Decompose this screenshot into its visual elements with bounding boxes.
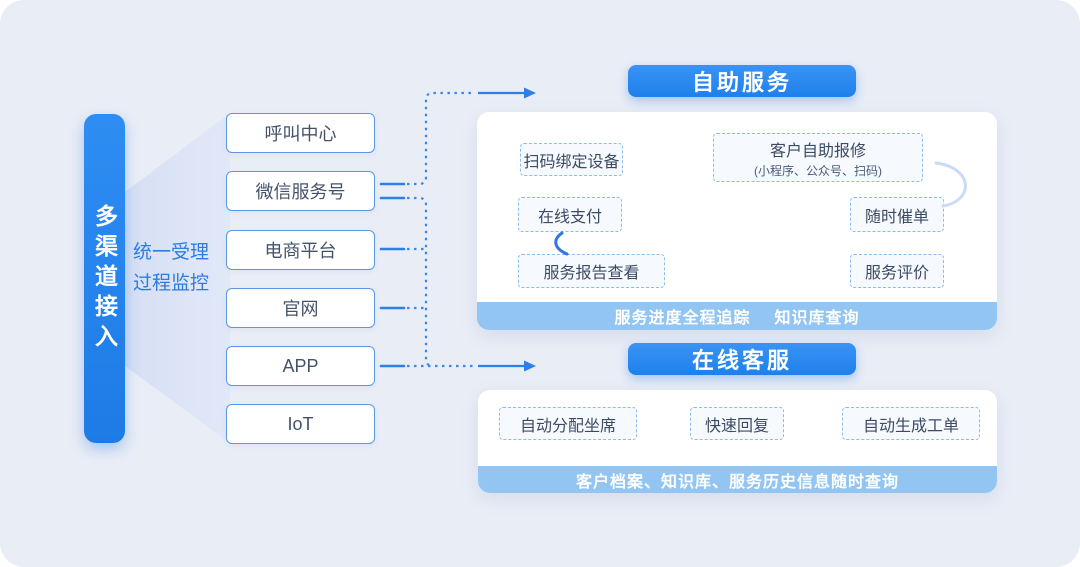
process-note: 统一受理 过程监控 [133, 237, 223, 299]
channel-label: 官网 [282, 299, 319, 319]
node-scan-bind-device: 扫码绑定设备 [520, 143, 623, 176]
note-line-1: 统一受理 [133, 242, 210, 263]
footer-kb-label: 知识库查询 [774, 310, 860, 327]
arrow-right-icon-bottom [478, 360, 536, 372]
node-online-payment: 在线支付 [518, 197, 622, 232]
node-sublabel: (小程序、公众号、扫码) [754, 163, 882, 178]
node-label: 服务评价 [864, 265, 929, 282]
node-service-report: 服务报告查看 [518, 254, 665, 288]
node-label: 客户自助报修 [769, 142, 866, 160]
footer-track-label: 服务进度全程追踪 [614, 310, 751, 327]
node-label: 快速回复 [704, 417, 769, 435]
channel-box-call-center: 呼叫中心 [226, 113, 375, 153]
node-quick-reply: 快速回复 [690, 407, 784, 440]
online-service-panel: 客户档案、知识库、服务历史信息随时查询 [478, 390, 997, 493]
dotted-route-lines [407, 91, 474, 368]
node-label: 自动生成工单 [862, 417, 959, 435]
footer-archive-label: 客户档案、知识库、服务历史信息随时查询 [575, 473, 899, 491]
node-label: 在线支付 [537, 208, 602, 226]
note-line-2: 过程监控 [133, 273, 210, 294]
arrow-right-icon-top [478, 87, 536, 99]
multi-channel-label: 多渠道接入 [91, 203, 118, 354]
channel-label: APP [282, 355, 319, 376]
channel-box-app: APP [226, 346, 375, 386]
node-auto-work-order: 自动生成工单 [842, 407, 980, 440]
node-service-rating: 服务评价 [850, 254, 944, 288]
channel-box-ecommerce: 电商平台 [226, 230, 375, 270]
online-service-title: 在线客服 [691, 348, 792, 373]
online-service-header: 在线客服 [628, 343, 856, 375]
node-auto-assign-seat: 自动分配坐席 [499, 407, 637, 440]
node-label: 自动分配坐席 [519, 417, 616, 435]
online-service-footer: 客户档案、知识库、服务历史信息随时查询 [478, 466, 997, 493]
self-service-footer: 服务进度全程追踪 知识库查询 [477, 302, 997, 330]
channel-stub-lines [379, 182, 406, 368]
channel-box-website: 官网 [226, 288, 375, 328]
channel-box-iot: IoT [226, 404, 375, 444]
channel-label: 呼叫中心 [264, 124, 337, 144]
channel-label: 微信服务号 [255, 182, 346, 202]
self-service-title: 自助服务 [691, 70, 792, 95]
node-customer-self-repair: 客户自助报修 (小程序、公众号、扫码) [713, 133, 923, 182]
node-label: 服务报告查看 [543, 265, 640, 282]
channel-label: 电商平台 [264, 241, 337, 261]
channel-label: IoT [287, 413, 314, 434]
channel-box-wechat: 微信服务号 [226, 171, 375, 211]
node-label: 随时催单 [864, 208, 929, 226]
multi-channel-bar: 多渠道接入 [84, 114, 125, 443]
self-service-header: 自助服务 [628, 65, 856, 97]
node-urge-order: 随时催单 [850, 197, 944, 232]
node-label: 扫码绑定设备 [523, 153, 620, 171]
